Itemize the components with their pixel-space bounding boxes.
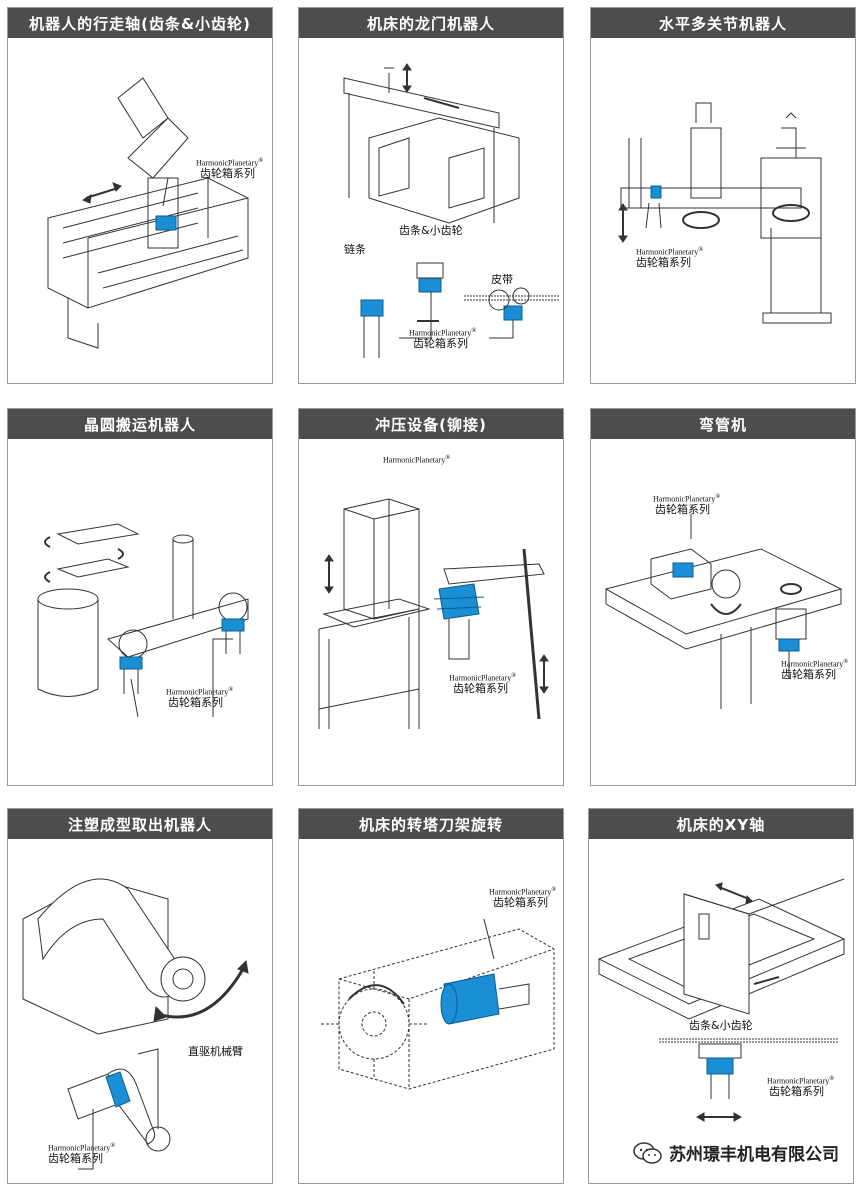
panel-xy-axis: 机床的XY轴 齿条&小齿轮 HarmonicPlanetary® 齿轮箱系列 [588, 808, 854, 1184]
pipe-bender-illustration: HarmonicPlanetary® 齿轮箱系列 HarmonicPlaneta… [591, 439, 855, 784]
panel-title: 机器人的行走轴(齿条&小齿轮) [8, 8, 272, 38]
panel-robot-travel-axis: 机器人的行走轴(齿条&小齿轮) HarmonicPlanetary® 齿轮箱系列 [7, 7, 273, 384]
panel-press-riveting: 冲压设备(铆接) HarmonicPlanetary® HarmonicPlan… [298, 408, 564, 786]
rack-pinion-label: 齿条&小齿轮 [399, 224, 463, 237]
direct-drive-arm-label: 直驱机械臂 [188, 1045, 243, 1058]
series-label: 齿轮箱系列 [200, 167, 255, 180]
panel-injection-molding-robot: 注塑成型取出机器人 直驱机械臂 HarmonicPlanetary® 齿轮箱系列 [7, 808, 273, 1184]
panel-title: 机床的XY轴 [589, 809, 853, 839]
press-riveting-illustration: HarmonicPlanetary® HarmonicPlanetary® 齿轮… [299, 439, 563, 784]
panel-title: 弯管机 [591, 409, 855, 439]
series-label: 齿轮箱系列 [655, 503, 710, 516]
panel-title: 晶圆搬运机器人 [8, 409, 272, 439]
watermark: 苏州璟丰机电有限公司 [633, 1140, 839, 1165]
brand-label-lower: HarmonicPlanetary® [781, 658, 849, 669]
wafer-robot-illustration: HarmonicPlanetary® 齿轮箱系列 [8, 439, 272, 784]
brand-label: HarmonicPlanetary® [196, 157, 264, 168]
robot-travel-axis-illustration: HarmonicPlanetary® 齿轮箱系列 [8, 38, 272, 383]
wechat-icon [633, 1141, 662, 1164]
injection-molding-robot-illustration: 直驱机械臂 HarmonicPlanetary® 齿轮箱系列 [8, 839, 272, 1184]
series-label: 齿轮箱系列 [168, 696, 223, 709]
turret-rotation-illustration: HarmonicPlanetary® 齿轮箱系列 [299, 839, 563, 1184]
brand-label: HarmonicPlanetary® [166, 686, 234, 697]
panel-title: 冲压设备(铆接) [299, 409, 563, 439]
series-label: 齿轮箱系列 [453, 682, 508, 695]
panel-title: 注塑成型取出机器人 [8, 809, 272, 839]
series-label: 齿轮箱系列 [413, 337, 468, 350]
belt-label: 皮带 [491, 273, 513, 286]
series-label: 齿轮箱系列 [769, 1085, 824, 1098]
brand-label: HarmonicPlanetary® [767, 1075, 835, 1086]
series-label: 齿轮箱系列 [48, 1152, 103, 1165]
brand-label: HarmonicPlanetary® [489, 886, 557, 897]
brand-label: HarmonicPlanetary® [48, 1142, 116, 1153]
panel-turret-rotation: 机床的转塔刀架旋转 HarmonicPlanetary® 齿轮箱系列 [298, 808, 564, 1184]
scara-robot-illustration: HarmonicPlanetary® 齿轮箱系列 [591, 38, 855, 383]
rack-pinion-label: 齿条&小齿轮 [689, 1019, 753, 1032]
panel-title: 机床的龙门机器人 [299, 8, 563, 38]
gantry-robot-illustration: 齿条&小齿轮 链条 皮带 HarmonicPlanetary® 齿轮箱系列 [299, 38, 563, 383]
brand-label-top: HarmonicPlanetary® [383, 454, 451, 465]
brand-label: HarmonicPlanetary® [409, 327, 477, 338]
panel-pipe-bender: 弯管机 HarmonicPlanetary® 齿轮箱系列 HarmonicPla… [590, 408, 856, 786]
series-label-lower: 齿轮箱系列 [781, 668, 836, 681]
watermark-text: 苏州璟丰机电有限公司 [669, 1145, 839, 1165]
xy-axis-illustration: 齿条&小齿轮 HarmonicPlanetary® 齿轮箱系列 [589, 839, 853, 1184]
brand-label: HarmonicPlanetary® [449, 672, 517, 683]
panel-gantry-robot: 机床的龙门机器人 齿条&小齿轮 链条 皮带 HarmonicPlanetar [298, 7, 564, 384]
panel-title: 机床的转塔刀架旋转 [299, 809, 563, 839]
series-label: 齿轮箱系列 [493, 896, 548, 909]
chain-label: 链条 [344, 243, 366, 256]
panel-title: 水平多关节机器人 [591, 8, 855, 38]
brand-label: HarmonicPlanetary® [653, 493, 721, 504]
panel-wafer-robot: 晶圆搬运机器人 HarmonicPlanetary® 齿轮箱系列 [7, 408, 273, 786]
series-label: 齿轮箱系列 [636, 256, 691, 269]
brand-label: HarmonicPlanetary® [636, 246, 704, 257]
panel-scara-robot: 水平多关节机器人 HarmonicPlanetary® 齿轮箱系列 [590, 7, 856, 384]
